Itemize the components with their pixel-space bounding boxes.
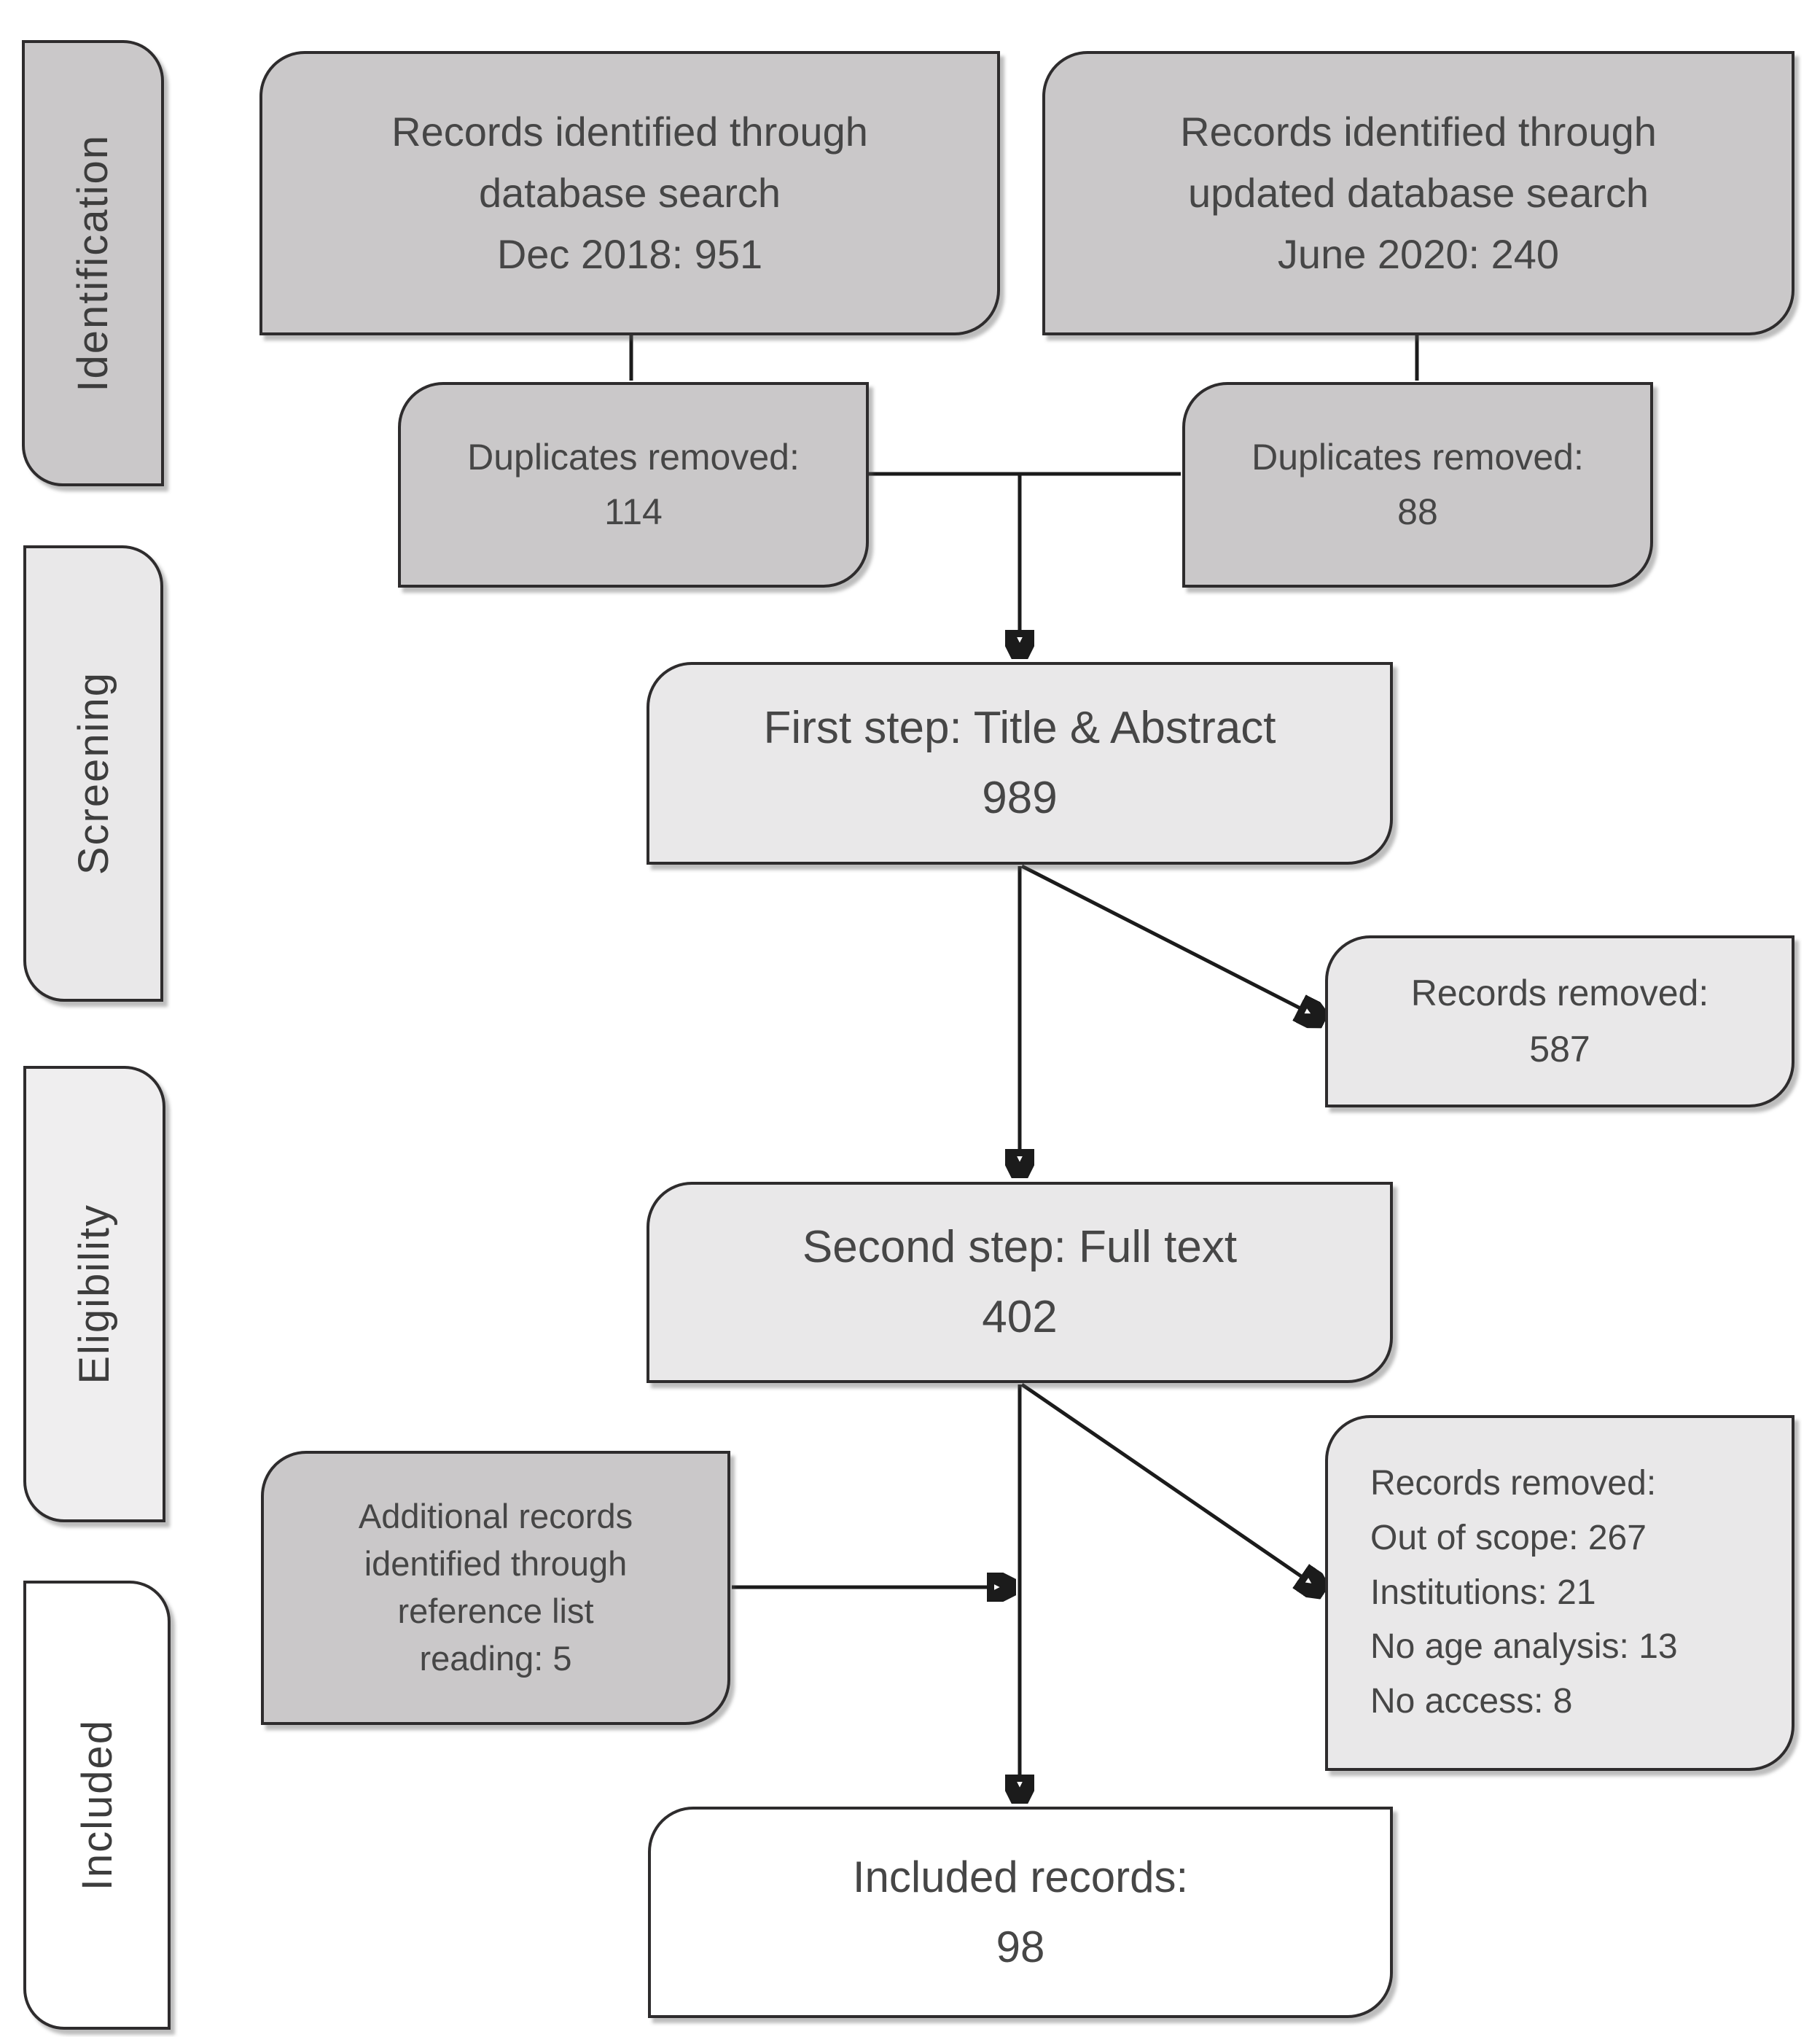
connector-first-step-to-removed bbox=[1020, 864, 1302, 1009]
stage-identification: Identification bbox=[22, 40, 164, 486]
node-included-records: Included records: 98 bbox=[648, 1807, 1393, 2018]
stage-included-label: Included bbox=[73, 1719, 121, 1891]
node-duplicates-removed-initial: Duplicates removed: 114 bbox=[398, 382, 869, 588]
node-additional-records: Additional records identified through re… bbox=[261, 1451, 730, 1725]
node-records-removed-second: Records removed: Out of scope: 267 Insti… bbox=[1325, 1415, 1794, 1771]
stage-included: Included bbox=[23, 1581, 171, 2030]
node-first-step: First step: Title & Abstract 989 bbox=[647, 662, 1393, 865]
node-records-identified-initial: Records identified through database sear… bbox=[259, 51, 1000, 335]
stage-identification-label: Identification bbox=[69, 134, 117, 392]
stage-eligibility-label: Eligibility bbox=[71, 1204, 118, 1384]
node-records-identified-updated: Records identified through updated datab… bbox=[1042, 51, 1794, 335]
node-second-step: Second step: Full text 402 bbox=[647, 1182, 1393, 1383]
node-records-removed-first: Records removed: 587 bbox=[1325, 935, 1794, 1107]
node-duplicates-removed-updated: Duplicates removed: 88 bbox=[1182, 382, 1653, 588]
stage-eligibility: Eligibility bbox=[23, 1066, 165, 1522]
stage-screening: Screening bbox=[23, 545, 163, 1002]
stage-screening-label: Screening bbox=[69, 671, 117, 876]
connector-second-step-to-removed bbox=[1020, 1382, 1303, 1578]
